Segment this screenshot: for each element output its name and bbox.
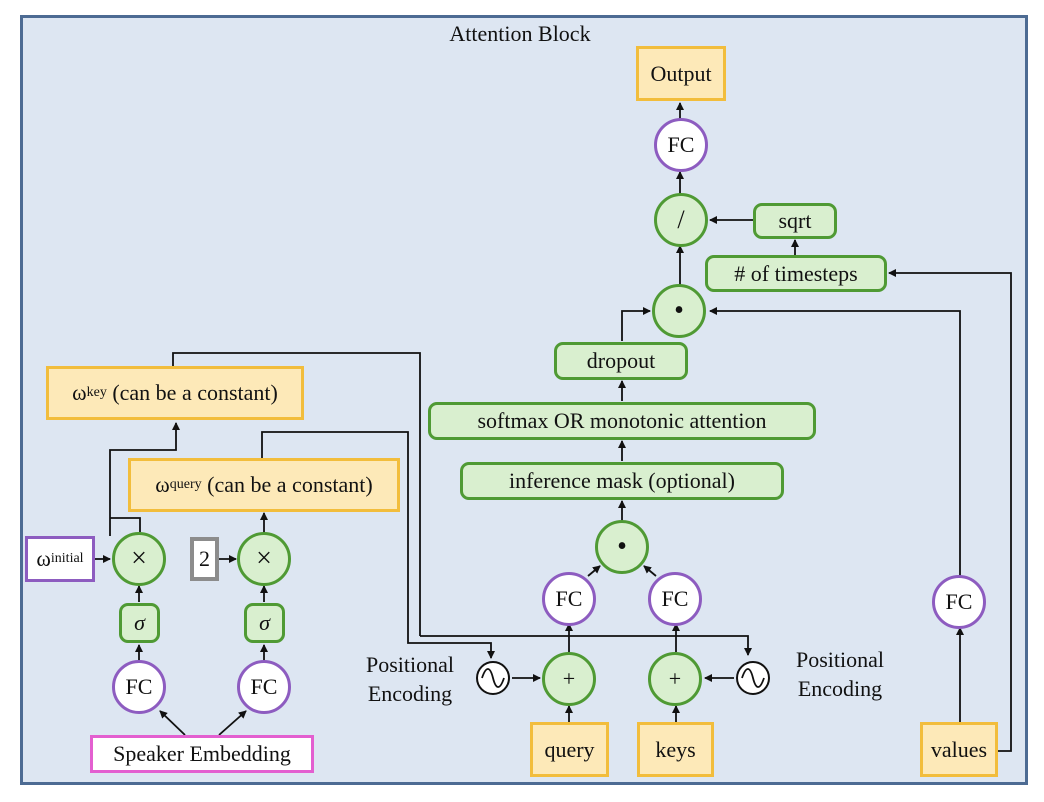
pos-enc-left-line2: Encoding: [367, 681, 453, 706]
inference-mask-box: inference mask (optional): [460, 462, 784, 500]
divide-node: /: [654, 193, 708, 247]
fc-keys-node: FC: [648, 572, 702, 626]
sine-wave-icon: [736, 661, 770, 695]
fc-left-node: FC: [112, 660, 166, 714]
keys-box: keys: [637, 722, 714, 777]
sine-wave-icon: [476, 661, 510, 695]
two-box: 2: [190, 537, 219, 581]
fc-top-node: FC: [654, 118, 708, 172]
query-box: query: [530, 722, 609, 777]
timesteps-box: # of timesteps: [705, 255, 887, 292]
sigma-left-box: σ: [119, 603, 160, 643]
times-right-node: ×: [237, 532, 291, 586]
dot-mid-node: •: [595, 520, 649, 574]
speaker-embedding-box: Speaker Embedding: [90, 735, 314, 773]
fc-values-node: FC: [932, 575, 986, 629]
sqrt-box: sqrt: [753, 203, 837, 239]
plus-query-node: +: [542, 652, 596, 706]
values-box: values: [920, 722, 998, 777]
softmax-box: softmax OR monotonic attention: [428, 402, 816, 440]
diagram-title: Attention Block: [449, 21, 591, 46]
pos-enc-left-line1: Positional: [365, 652, 454, 677]
dropout-box: dropout: [554, 342, 688, 380]
plus-keys-node: +: [648, 652, 702, 706]
output-box: Output: [636, 46, 726, 101]
pos-enc-right-line2: Encoding: [797, 676, 883, 701]
dot-top-node: •: [652, 284, 706, 338]
times-left-node: ×: [112, 532, 166, 586]
pos-enc-right-line1: Positional: [795, 647, 884, 672]
fc-query-node: FC: [542, 572, 596, 626]
sigma-right-box: σ: [244, 603, 285, 643]
fc-right-node: FC: [237, 660, 291, 714]
